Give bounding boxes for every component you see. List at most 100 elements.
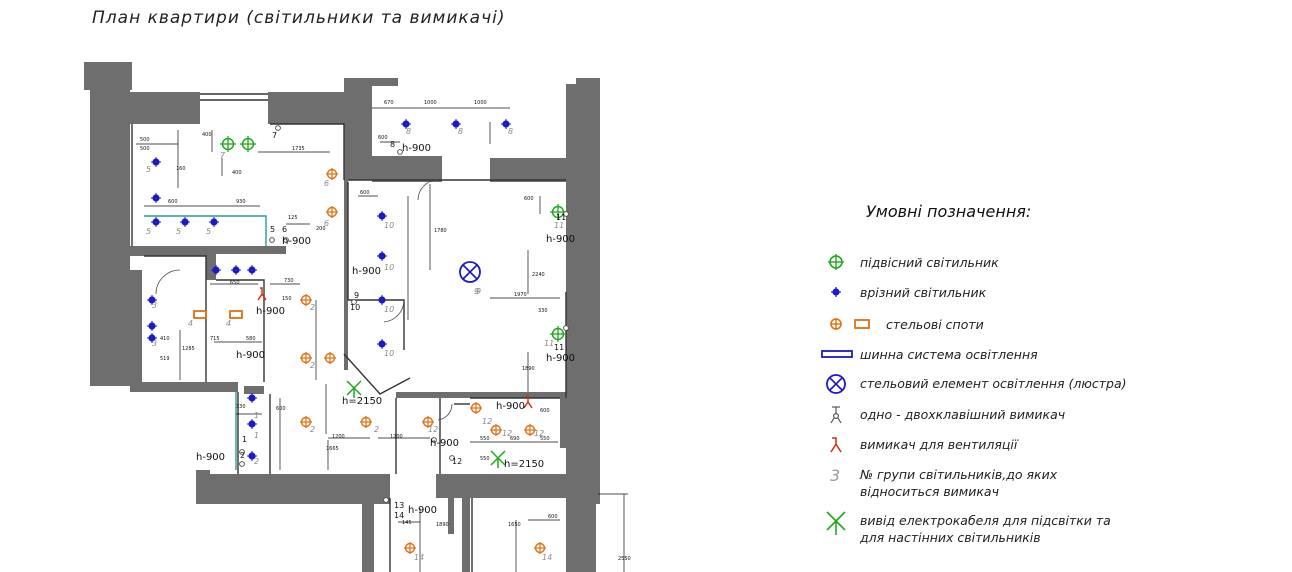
ceiling-spot-icon bbox=[534, 542, 546, 554]
svg-text:1000: 1000 bbox=[424, 100, 437, 106]
recessed-light-icon bbox=[247, 265, 257, 275]
pendant-light-icon bbox=[828, 254, 844, 270]
svg-text:500: 500 bbox=[140, 137, 150, 143]
height-label: h-900 bbox=[236, 350, 265, 361]
svg-text:3: 3 bbox=[152, 301, 157, 310]
svg-text:330: 330 bbox=[236, 404, 246, 410]
switch-icon bbox=[275, 125, 281, 131]
svg-text:14: 14 bbox=[414, 553, 424, 562]
legend-item-recessed: врізний світильник bbox=[820, 282, 1290, 304]
height-label: h-900 bbox=[282, 236, 311, 247]
recessed-light-icon bbox=[147, 295, 157, 305]
svg-text:6: 6 bbox=[324, 219, 329, 228]
svg-text:1890: 1890 bbox=[522, 366, 535, 372]
interior-lines bbox=[131, 93, 567, 572]
switch-icon bbox=[269, 237, 275, 243]
svg-text:8: 8 bbox=[390, 140, 395, 149]
switch-icon bbox=[239, 449, 245, 455]
svg-text:12: 12 bbox=[534, 429, 544, 438]
svg-text:2: 2 bbox=[374, 425, 379, 434]
switch-icon bbox=[563, 211, 569, 217]
svg-text:1: 1 bbox=[254, 411, 259, 420]
recessed-light-icon bbox=[147, 321, 157, 331]
ceiling-spot-icon bbox=[300, 416, 312, 428]
svg-text:9: 9 bbox=[476, 287, 481, 296]
switch-icon bbox=[830, 406, 842, 424]
svg-text:5: 5 bbox=[270, 225, 275, 234]
legend-item-track: шинна система освітлення bbox=[820, 344, 1290, 366]
legend-label: стельовий елемент освітлення (люстра) bbox=[860, 376, 1127, 391]
height-label: h-900 bbox=[496, 401, 525, 412]
svg-text:2240: 2240 bbox=[532, 272, 545, 278]
ceiling-spot-icon bbox=[524, 424, 536, 436]
svg-text:14: 14 bbox=[542, 553, 552, 562]
svg-text:670: 670 bbox=[384, 100, 394, 106]
ceiling-spot-icon bbox=[470, 402, 482, 414]
switch-numbers: 7 8 5 6 9 10 11 11 1 2 13 14 12 bbox=[240, 131, 566, 520]
svg-text:125: 125 bbox=[288, 215, 298, 221]
svg-text:1: 1 bbox=[254, 431, 259, 440]
ceiling-spot-icon bbox=[360, 416, 372, 428]
svg-text:4: 4 bbox=[188, 319, 193, 328]
recessed-light-icon bbox=[151, 193, 161, 203]
svg-text:1000: 1000 bbox=[474, 100, 487, 106]
cable-outlet-icon bbox=[826, 511, 846, 535]
chandelier-icon bbox=[459, 261, 481, 283]
svg-text:8: 8 bbox=[406, 127, 411, 136]
height-label: h=2150 bbox=[504, 459, 544, 470]
svg-text:10: 10 bbox=[384, 305, 394, 314]
svg-text:650: 650 bbox=[230, 280, 240, 286]
svg-text:600: 600 bbox=[276, 406, 286, 412]
svg-text:2: 2 bbox=[310, 361, 315, 370]
switch-icon bbox=[449, 455, 455, 461]
legend-item-chandelier: стельовий елемент освітлення (люстра) bbox=[820, 373, 1290, 395]
svg-text:8: 8 bbox=[508, 127, 513, 136]
recessed-light-icon bbox=[247, 419, 257, 429]
svg-text:11: 11 bbox=[554, 343, 564, 352]
dimension-lines bbox=[136, 107, 628, 572]
floor-plan: h-900 h-900 h-900 h-900 h-900 h-900 h-90… bbox=[84, 62, 631, 572]
group-number-icon: 3 bbox=[830, 466, 840, 485]
switch-icon bbox=[283, 237, 289, 243]
vent-switch-icon bbox=[830, 437, 842, 453]
svg-text:5: 5 bbox=[176, 227, 181, 236]
svg-text:4: 4 bbox=[226, 319, 231, 328]
svg-text:10: 10 bbox=[384, 263, 394, 272]
legend-item-vent-switch: вимикач для вентиляції bbox=[820, 434, 1290, 456]
svg-text:930: 930 bbox=[236, 199, 246, 205]
height-label: h-900 bbox=[430, 438, 459, 449]
switch-icon bbox=[563, 325, 569, 331]
pendant-light-icon bbox=[550, 326, 566, 342]
svg-text:2: 2 bbox=[240, 451, 245, 460]
vent-switch-icon bbox=[257, 287, 267, 301]
svg-text:2: 2 bbox=[310, 425, 315, 434]
ceiling-spot-icon bbox=[404, 542, 416, 554]
svg-text:9: 9 bbox=[354, 291, 359, 300]
cable-outlet-icon bbox=[490, 450, 506, 468]
height-label: h=2150 bbox=[342, 396, 382, 407]
svg-text:10: 10 bbox=[384, 221, 394, 230]
switch-icon bbox=[383, 497, 389, 503]
svg-text:600: 600 bbox=[168, 199, 178, 205]
svg-text:1665: 1665 bbox=[326, 446, 339, 452]
svg-text:730: 730 bbox=[284, 278, 294, 284]
legend-label: підвісний світильник bbox=[860, 255, 999, 270]
svg-text:580: 580 bbox=[246, 336, 256, 342]
recessed-light-icon bbox=[451, 119, 461, 129]
pendant-light-icon bbox=[220, 136, 236, 152]
svg-text:1780: 1780 bbox=[434, 228, 447, 234]
svg-text:600: 600 bbox=[360, 190, 370, 196]
height-label: h-900 bbox=[546, 353, 575, 364]
recessed-light-icon bbox=[377, 251, 387, 261]
ceiling-spot-icon bbox=[193, 310, 207, 319]
svg-text:1: 1 bbox=[242, 435, 247, 444]
svg-text:1890: 1890 bbox=[436, 522, 449, 528]
legend-title: Умовні позначення: bbox=[866, 202, 1032, 221]
svg-text:690: 690 bbox=[510, 436, 520, 442]
recessed-light-icon bbox=[831, 287, 841, 297]
svg-text:150: 150 bbox=[282, 296, 292, 302]
svg-text:11: 11 bbox=[556, 213, 566, 222]
